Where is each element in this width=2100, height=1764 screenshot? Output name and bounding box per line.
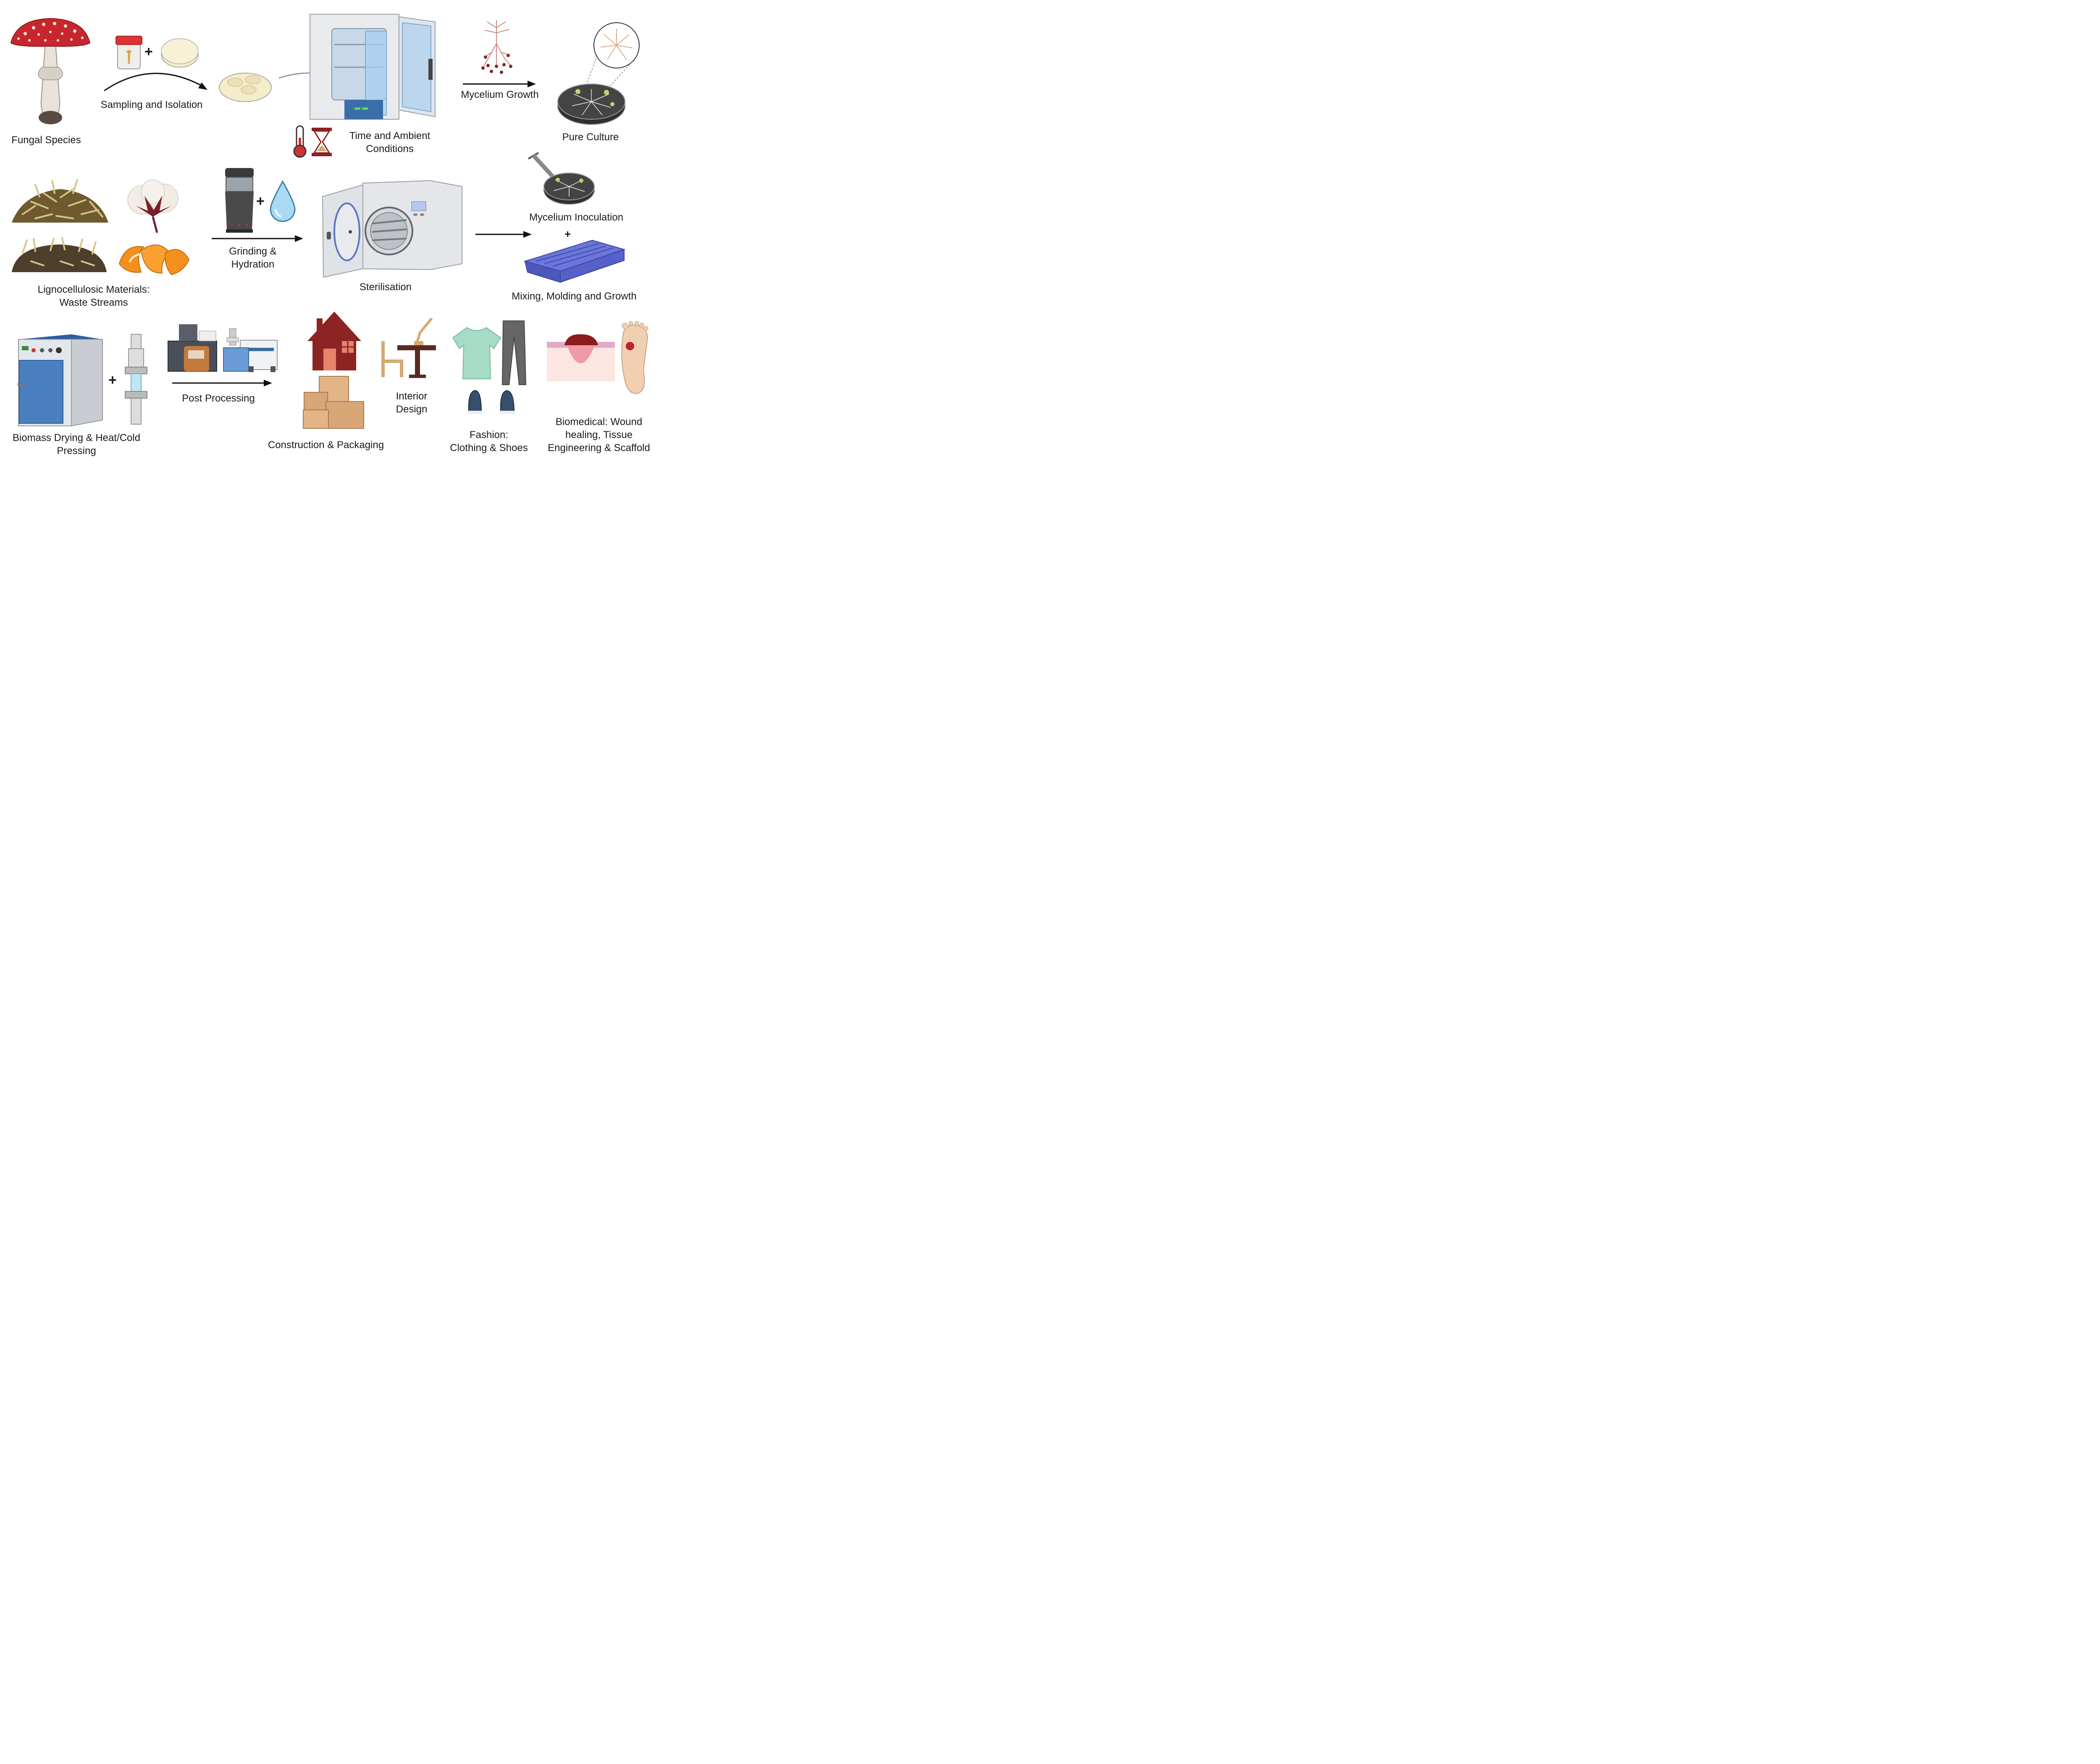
- cotton-icon: [127, 179, 178, 233]
- plus-sign: +: [564, 228, 571, 240]
- inoculation-label: Mycelium Inoculation: [529, 212, 624, 223]
- construction-label: Construction & Packaging: [268, 439, 384, 451]
- sterilisation-label: Sterilisation: [359, 281, 412, 293]
- sampling-label: Sampling and Isolation: [100, 99, 203, 110]
- petri-dish-icon: [161, 38, 199, 68]
- ligno-label-1: Lignocellulosic Materials:: [37, 284, 150, 295]
- boxes-icon: [303, 376, 364, 429]
- plus-sign: +: [256, 193, 265, 209]
- press-icon: [125, 334, 147, 425]
- biomedical-label-2: healing, Tissue: [565, 429, 633, 441]
- thermometer-icon: [293, 125, 307, 158]
- water-drop-icon: [270, 180, 296, 222]
- mycelium-icon: [481, 20, 512, 74]
- plus-sign: +: [144, 44, 153, 60]
- drying-label-1: Biomass Drying & Heat/Cold: [12, 432, 141, 444]
- plus-sign: +: [108, 372, 117, 388]
- grinding-label-2: Hydration: [231, 259, 275, 270]
- grinder-icon: [225, 168, 254, 233]
- grinding-label-1: Grinding &: [229, 246, 277, 257]
- mushroom-icon: [10, 18, 91, 124]
- arrow: [463, 81, 536, 87]
- time-conditions-label-2: Conditions: [366, 143, 414, 155]
- biomedical-label-1: Biomedical: Wound: [555, 416, 643, 428]
- fashion-label-2: Clothing & Shoes: [450, 442, 528, 454]
- mycelium-growth-label: Mycelium Growth: [461, 89, 539, 100]
- desk-chair-icon: [381, 318, 436, 378]
- lab-instrument-icon: [168, 324, 217, 372]
- soil-straw-icon: [12, 237, 107, 272]
- foot-icon: [621, 321, 648, 394]
- fungal-species-label: Fungal Species: [11, 134, 81, 146]
- lab-instrument-icon: [223, 328, 278, 372]
- mixing-label: Mixing, Molding and Growth: [512, 291, 637, 302]
- sample-jar-icon: [116, 36, 142, 69]
- post-processing-label: Post Processing: [182, 393, 255, 404]
- tray-icon: [523, 239, 626, 283]
- time-conditions-label-1: Time and Ambient: [349, 130, 430, 142]
- orange-peel-icon: [118, 244, 190, 276]
- hourglass-icon: [312, 128, 332, 156]
- shirt-icon: [452, 327, 501, 379]
- incubator-icon: [310, 14, 436, 120]
- arrow: [172, 380, 272, 386]
- arrow: [475, 231, 532, 238]
- fashion-label-1: Fashion:: [469, 429, 509, 441]
- ligno-label-2: Waste Streams: [59, 297, 128, 308]
- interior-label-2: Design: [396, 404, 428, 415]
- biomedical-label-3: Engineering & Scaffold: [548, 442, 650, 454]
- petri-dish-icon: [543, 173, 595, 205]
- shoes-icon: [468, 390, 515, 414]
- pure-culture-label: Pure Culture: [562, 131, 619, 143]
- arrow: [212, 235, 303, 242]
- autoclave-icon: [322, 180, 462, 278]
- petri-dish-icon: [557, 22, 640, 125]
- house-icon: [307, 312, 361, 370]
- petri-dish-icon: [219, 73, 272, 102]
- curved-arrow: [104, 73, 207, 92]
- wound-icon: [547, 334, 615, 381]
- interior-label-1: Interior: [396, 391, 428, 402]
- drying-label-2: Pressing: [57, 445, 96, 457]
- pants-icon: [501, 320, 527, 385]
- straw-pile-icon: [12, 179, 108, 223]
- drying-oven-icon: [18, 334, 103, 427]
